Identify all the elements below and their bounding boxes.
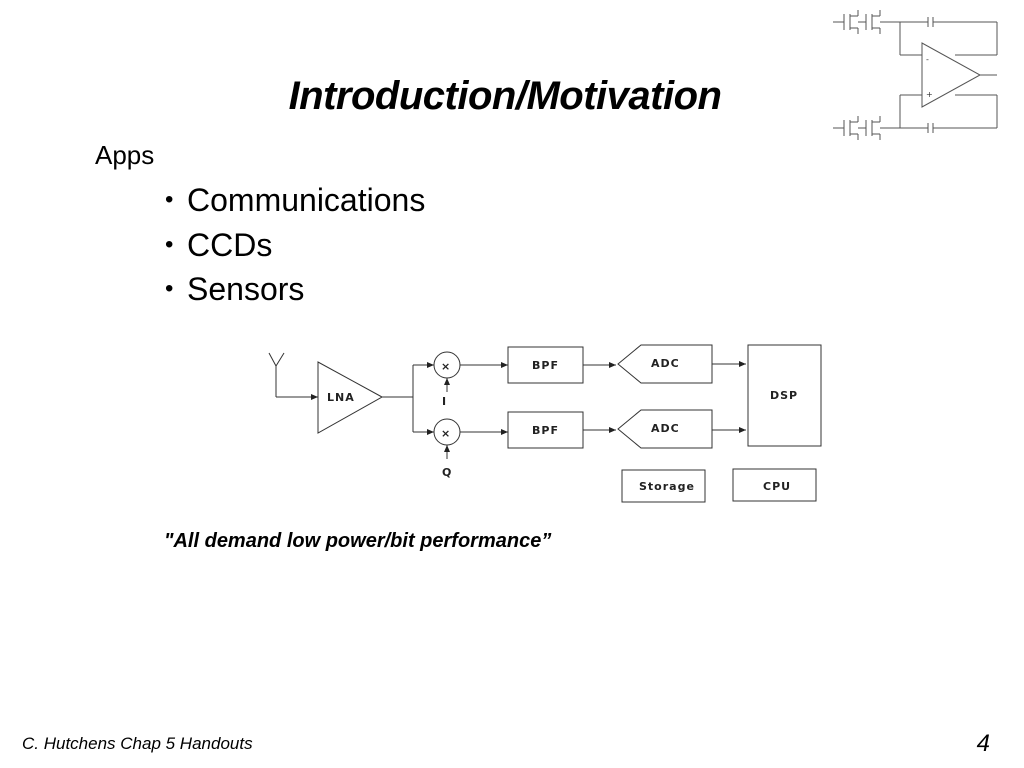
bullet-dot-icon: •	[165, 230, 174, 258]
bullet-dot-icon: •	[165, 186, 174, 214]
bullet-item: • Sensors	[165, 267, 425, 312]
bullet-dot-icon: •	[165, 275, 174, 303]
adc-label-top: ADC	[651, 357, 680, 370]
bullet-item: • Communications	[165, 178, 425, 223]
dsp-block	[747, 344, 822, 447]
storage-label: Storage	[639, 480, 695, 493]
antenna-icon	[268, 352, 285, 397]
adc-block-bottom	[617, 409, 713, 449]
page-number: 4	[976, 730, 990, 757]
adc-label-bottom: ADC	[651, 422, 680, 435]
lna-label: LNA	[327, 391, 355, 404]
opamp-plus-label: +	[926, 90, 933, 99]
quote-text: "All demand low power/bit performance”	[164, 530, 552, 552]
section-label: Apps	[95, 140, 155, 170]
slide-title: Introduction/Motivation	[288, 74, 722, 118]
mixer-q-symbol: ×	[441, 427, 451, 440]
opamp-circuit-icon: - +	[833, 10, 998, 140]
opamp-minus-label: -	[926, 55, 929, 64]
receiver-block-diagram: LNA × × I Q BPF BPF ADC ADC DSP Storage …	[268, 344, 822, 503]
lna-block	[317, 361, 384, 434]
bpf-label-top: BPF	[532, 359, 559, 372]
bullet-list: • Communications • CCDs • Sensors	[165, 178, 425, 312]
footer-text: C. Hutchens Chap 5 Handouts	[22, 734, 253, 753]
bpf-label-bottom: BPF	[532, 424, 559, 437]
dsp-label: DSP	[770, 389, 798, 402]
cpu-block	[732, 468, 817, 502]
bullet-item: • CCDs	[165, 223, 425, 268]
q-label: Q	[442, 466, 452, 479]
cpu-label: CPU	[763, 480, 791, 493]
bullet-text: CCDs	[187, 226, 273, 263]
storage-block	[621, 469, 706, 503]
bullet-text: Sensors	[187, 271, 305, 308]
bullet-text: Communications	[187, 182, 426, 219]
i-label: I	[442, 395, 447, 408]
mixer-i-symbol: ×	[441, 360, 451, 373]
